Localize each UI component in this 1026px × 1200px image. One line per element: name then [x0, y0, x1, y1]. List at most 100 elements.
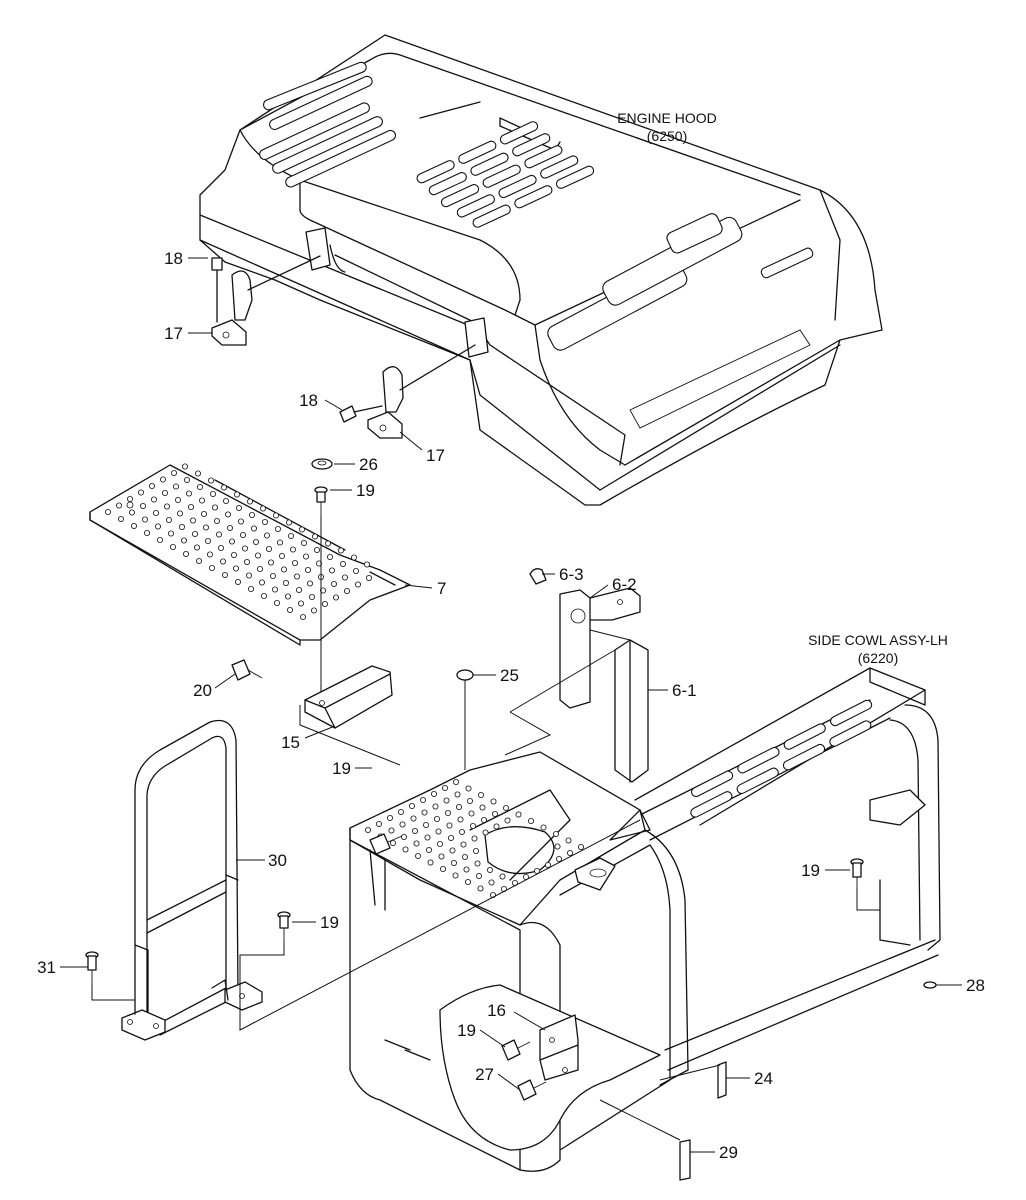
- perforation-hole: [239, 532, 246, 539]
- perforation-hole: [304, 567, 311, 574]
- perforation-hole: [410, 815, 417, 822]
- perforation-hole: [250, 525, 257, 532]
- perforation-hole: [116, 502, 123, 509]
- perforation-hole: [295, 587, 302, 594]
- perforation-hole: [411, 828, 418, 835]
- perforation-hole: [200, 510, 207, 517]
- callout-15: 15: [281, 733, 300, 752]
- perforation-hole: [211, 504, 218, 511]
- perforation-hole: [181, 463, 188, 470]
- perforation-hole: [163, 503, 170, 510]
- perforation-hole: [128, 509, 135, 516]
- perforation-hole: [504, 817, 511, 824]
- perforation-hole: [540, 824, 547, 831]
- perforation-hole: [261, 519, 268, 526]
- bolt-20: [231, 659, 263, 681]
- perforation-hole: [441, 785, 448, 792]
- perforation-hole: [176, 510, 183, 517]
- perforation-hole: [297, 600, 304, 607]
- perforation-hole: [286, 607, 293, 614]
- callout-27: 27: [475, 1065, 494, 1084]
- callout-25: 25: [500, 666, 519, 685]
- callout-18-lower: 18: [299, 391, 318, 410]
- perforation-hole: [306, 580, 313, 587]
- perforation-hole: [315, 560, 322, 567]
- guide-line-19c: [239, 819, 641, 1031]
- perforation-hole: [326, 554, 333, 561]
- perforation-hole: [289, 546, 296, 553]
- bracket-6-1: [614, 639, 649, 783]
- perforation-hole: [452, 779, 459, 786]
- perforation-hole: [282, 580, 289, 587]
- perforation-hole: [424, 834, 431, 841]
- perforation-hole: [375, 821, 382, 828]
- perforation-hole: [298, 526, 305, 533]
- perforation-hole: [389, 840, 396, 847]
- perforation-hole: [452, 872, 459, 879]
- perforation-hole: [291, 560, 298, 567]
- perforation-hole: [285, 519, 292, 526]
- perforation-hole: [185, 490, 192, 497]
- perforation-hole: [313, 547, 320, 554]
- perforation-hole: [215, 531, 222, 538]
- perforation-hole: [469, 823, 476, 830]
- callout-30: 30: [268, 851, 287, 870]
- perforation-hole: [209, 490, 216, 497]
- perforation-hole: [449, 847, 456, 854]
- perforation-hole: [545, 862, 552, 869]
- callout-leaders: [60, 257, 962, 1153]
- washer-26: [311, 458, 333, 470]
- perforation-hole: [274, 526, 281, 533]
- perforation-hole: [180, 537, 187, 544]
- perforation-hole: [427, 859, 434, 866]
- perforation-hole: [245, 572, 252, 579]
- perforation-hole: [118, 516, 125, 523]
- callout-20: 20: [193, 681, 212, 700]
- side-cowl-title: SIDE COWL ASSY-LH: [808, 632, 948, 648]
- callout-16: 16: [487, 1001, 506, 1020]
- perforation-hole: [232, 565, 239, 572]
- perforation-hole: [226, 525, 233, 532]
- guide-lines-upper: [504, 629, 631, 756]
- perforation-hole: [425, 847, 432, 854]
- perforation-hole: [444, 810, 451, 817]
- bolt-27: [517, 1079, 547, 1101]
- callout-18-upper: 18: [164, 249, 183, 268]
- guide-line-19e: [856, 888, 880, 911]
- perforation-hole: [172, 483, 179, 490]
- callout-numbers: 18 17 18 17 26 19 7 6-3 6-2 6-1 25 20 15…: [37, 249, 985, 1162]
- perforation-hole: [280, 566, 287, 573]
- perforation-hole: [435, 828, 442, 835]
- perforation-hole: [343, 588, 350, 595]
- callout-19-side: 19: [801, 861, 820, 880]
- perforation-hole: [222, 497, 229, 504]
- perforation-hole: [189, 517, 196, 524]
- perforation-hole: [438, 853, 445, 860]
- perforation-hole: [386, 815, 393, 822]
- guide-line-spacers: [599, 1064, 721, 1141]
- perforation-hole: [482, 829, 489, 836]
- perforation-hole: [267, 559, 274, 566]
- perforation-hole: [515, 811, 522, 818]
- perforation-hole: [256, 566, 263, 573]
- perforation-hole: [287, 533, 294, 540]
- perforation-hole: [191, 531, 198, 538]
- guide-line-31: [91, 985, 136, 1015]
- perforation-hole: [354, 581, 361, 588]
- perforation-hole: [433, 816, 440, 823]
- perforation-hole: [137, 489, 144, 496]
- perforation-hole: [233, 491, 240, 498]
- perforation-hole: [234, 579, 241, 586]
- perforation-hole: [430, 791, 437, 798]
- perforation-hole: [330, 581, 337, 588]
- perforation-hole: [152, 509, 159, 516]
- perforation-hole: [150, 496, 157, 503]
- perforation-hole: [174, 496, 181, 503]
- perforation-hole: [308, 594, 315, 601]
- perforation-hole: [477, 885, 484, 892]
- perforation-hole: [461, 854, 468, 861]
- perforation-hole: [293, 573, 300, 580]
- perforation-hole: [272, 512, 279, 519]
- perforation-hole: [259, 505, 266, 512]
- perforation-hole: [265, 546, 272, 553]
